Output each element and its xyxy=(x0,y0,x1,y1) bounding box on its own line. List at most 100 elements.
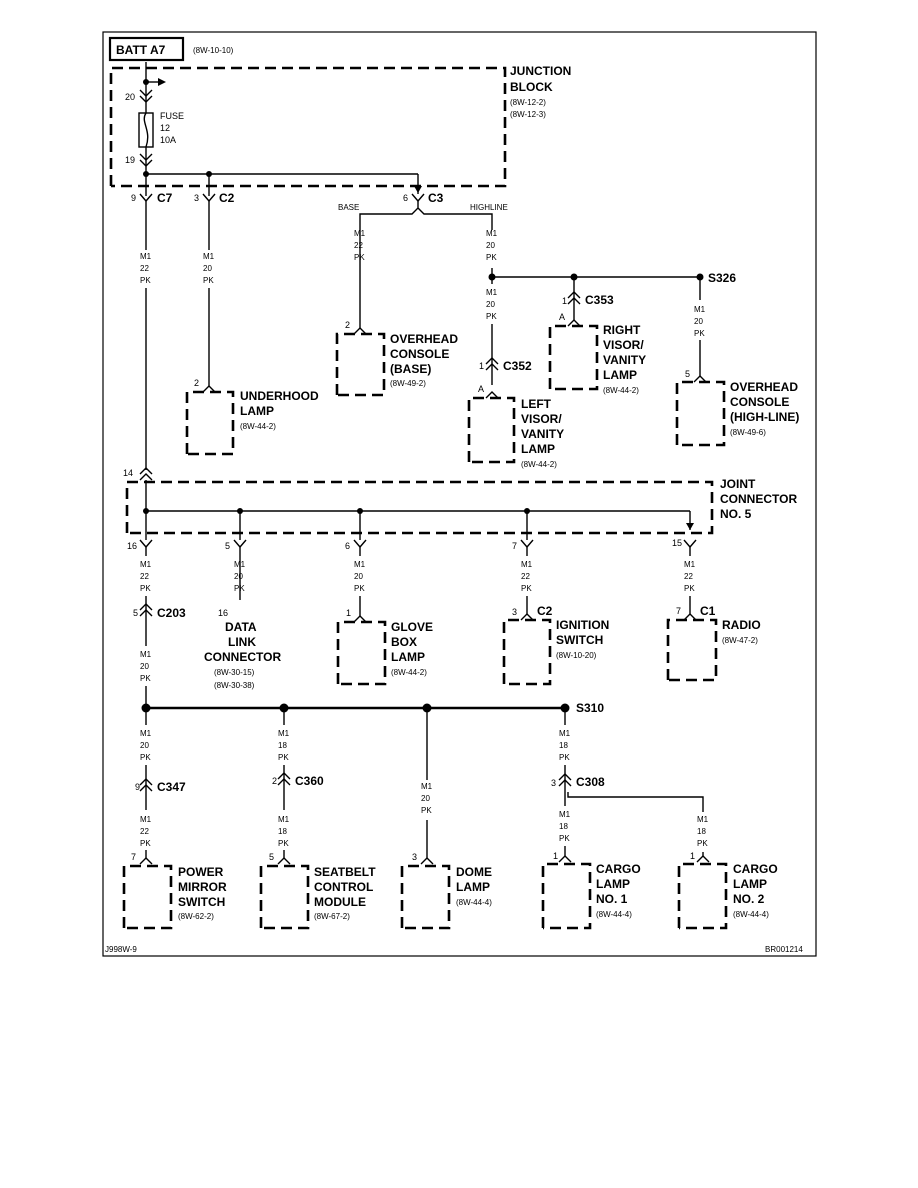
seatbelt-pin: 5 xyxy=(269,852,274,862)
wire-label: 20 xyxy=(354,572,363,581)
c7-name: C7 xyxy=(157,191,173,205)
wire-label: PK xyxy=(694,329,705,338)
wire-label: M1 xyxy=(278,815,290,824)
cargo1-ref: (8W-44-4) xyxy=(596,910,632,919)
power-mirror-line-1: POWER xyxy=(178,865,224,879)
data-link-line-3: CONNECTOR xyxy=(204,650,281,664)
overhead-console-high-box xyxy=(675,380,726,447)
c7-pin: 9 xyxy=(131,193,136,203)
seatbelt-line-2: CONTROL xyxy=(314,880,373,894)
radio-pin: 7 xyxy=(676,606,681,616)
wire-label: PK xyxy=(486,253,497,262)
dome-pin: 3 xyxy=(412,852,417,862)
glove-box-line-1: GLOVE xyxy=(391,620,433,634)
fuse-icon xyxy=(138,112,154,148)
right-visor-line-3: VANITY xyxy=(603,353,646,367)
cargo1-pin: 1 xyxy=(553,851,558,861)
overhead-base-line-1: OVERHEAD xyxy=(390,332,458,346)
radio-line-1: RADIO xyxy=(722,618,761,632)
ignition-ref: (8W-10-20) xyxy=(556,651,597,660)
splice-s310: S310 xyxy=(576,701,604,715)
c2-name: C2 xyxy=(219,191,235,205)
wire-label: M1 xyxy=(694,305,706,314)
wire-label: 18 xyxy=(697,827,706,836)
joint-pin-out-5: 15 xyxy=(672,538,682,548)
cargo2-pin: 1 xyxy=(690,851,695,861)
wire-label: 18 xyxy=(559,741,568,750)
c353-pin: 1 xyxy=(562,296,567,306)
c353-letter: A xyxy=(559,312,565,322)
junction-block-pin-bottom: 19 xyxy=(125,155,135,165)
cargo2-line-3: NO. 2 xyxy=(733,892,765,906)
wire-label: 22 xyxy=(354,241,363,250)
power-mirror-pin: 7 xyxy=(131,852,136,862)
ignition-line-2: SWITCH xyxy=(556,633,603,647)
data-link-line-1: DATA xyxy=(225,620,257,634)
dome-line-2: LAMP xyxy=(456,880,490,894)
wire-label: 20 xyxy=(140,662,149,671)
batt-ref: (8W-10-10) xyxy=(193,46,234,55)
junction-block-pin-top: 20 xyxy=(125,92,135,102)
right-visor-line-1: RIGHT xyxy=(603,323,641,337)
overhead-high-line-2: CONSOLE xyxy=(730,395,789,409)
left-visor-line-4: LAMP xyxy=(521,442,555,456)
wire-label: PK xyxy=(278,753,289,762)
wire-label: 20 xyxy=(203,264,212,273)
left-visor-ref: (8W-44-2) xyxy=(521,460,557,469)
radio-ref: (8W-47-2) xyxy=(722,636,758,645)
joint-line-1: JOINT xyxy=(720,477,756,491)
wire-label: 20 xyxy=(234,572,243,581)
cargo2-line-1: CARGO xyxy=(733,862,778,876)
batt-box xyxy=(108,36,185,62)
c203-pin: 5 xyxy=(133,608,138,618)
underhood-ref: (8W-44-2) xyxy=(240,422,276,431)
fuse-rating: 10A xyxy=(160,135,176,145)
junction-block-ref-1: (8W-12-2) xyxy=(510,98,546,107)
overhead-base-line-3: (BASE) xyxy=(390,362,431,376)
left-visor-line-2: VISOR/ xyxy=(521,412,562,426)
wire-label: M1 xyxy=(140,252,152,261)
wire-label: M1 xyxy=(234,560,246,569)
cargo-lamp-1-box xyxy=(541,862,592,930)
ignition-line-1: IGNITION xyxy=(556,618,609,632)
cargo1-line-2: LAMP xyxy=(596,877,630,891)
cargo2-line-2: LAMP xyxy=(733,877,767,891)
wire-label: M1 xyxy=(697,815,709,824)
joint-connector-box xyxy=(125,480,714,535)
glove-box-lamp-box xyxy=(336,620,387,686)
overhead-high-line-3: (HIGH-LINE) xyxy=(730,410,799,424)
underhood-pin: 2 xyxy=(194,378,199,388)
wire-label: 18 xyxy=(278,741,287,750)
cargo-lamp-2-box xyxy=(677,862,728,930)
dome-ref: (8W-44-4) xyxy=(456,898,492,907)
wire-label: M1 xyxy=(354,229,366,238)
cargo2-ref: (8W-44-4) xyxy=(733,910,769,919)
dome-line-1: DOME xyxy=(456,865,492,879)
wire-label: PK xyxy=(486,312,497,321)
arrow-right-icon xyxy=(158,78,166,86)
seatbelt-line-3: MODULE xyxy=(314,895,366,909)
glove-box-line-3: LAMP xyxy=(391,650,425,664)
junction-block: JUNCTION BLOCK (8W-12-2) (8W-12-3) 20 FU… xyxy=(109,62,571,196)
c360-name: C360 xyxy=(295,774,324,788)
wire-label: PK xyxy=(684,584,695,593)
ignition-conn: C2 xyxy=(537,604,553,618)
arrow-down-icon xyxy=(414,186,422,193)
data-link-ref-1: (8W-30-15) xyxy=(214,668,255,677)
power-mirror-switch-box xyxy=(122,864,173,930)
wire-label: PK xyxy=(559,753,570,762)
left-visor-lamp-box xyxy=(467,396,516,464)
base-label: BASE xyxy=(338,203,359,212)
cargo1-line-1: CARGO xyxy=(596,862,641,876)
c347-name: C347 xyxy=(157,780,186,794)
wire-label: M1 xyxy=(140,815,152,824)
wire-label: 22 xyxy=(521,572,530,581)
overhead-high-pin: 5 xyxy=(685,369,690,379)
c353-name: C353 xyxy=(585,293,614,307)
fuse-label: FUSE xyxy=(160,111,184,121)
wire-label: PK xyxy=(521,584,532,593)
wire-label: 22 xyxy=(140,572,149,581)
c360-pin: 2 xyxy=(272,776,277,786)
fuse-number: 12 xyxy=(160,123,170,133)
